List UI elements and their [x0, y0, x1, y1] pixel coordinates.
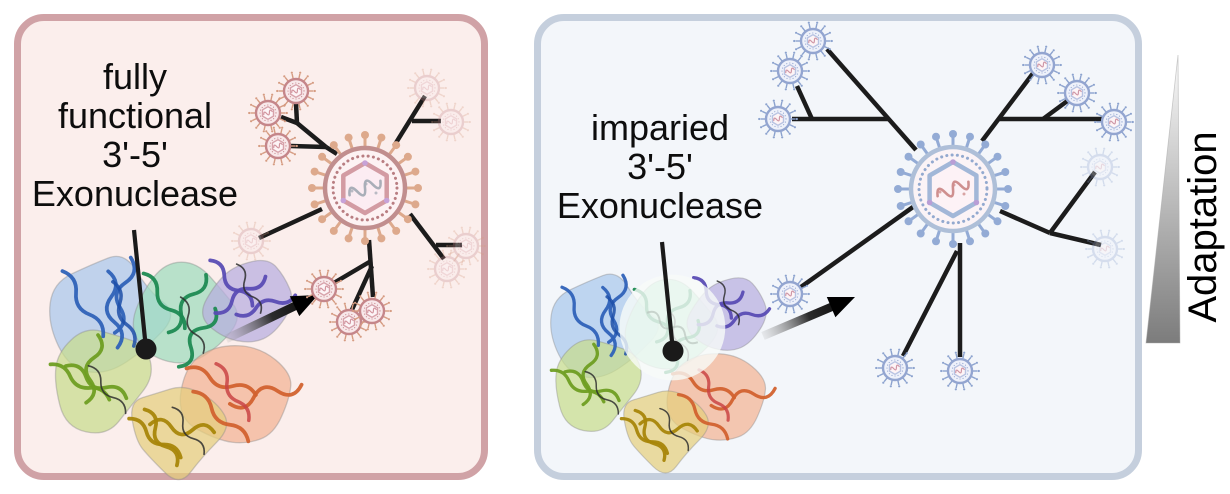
label-line: functional: [57, 95, 213, 136]
adaptation-axis-label: Adaptation: [1181, 131, 1225, 323]
panel-impaired-exonuclease: [534, 14, 1142, 480]
label-line: 3'-5': [102, 134, 168, 175]
label-impaired-exonuclease: imparied 3'-5' Exonuclease: [535, 108, 785, 225]
label-line: 3'-5': [627, 146, 693, 187]
label-functional-exonuclease: fully functional 3'-5' Exonuclease: [10, 57, 260, 213]
label-line: imparied: [590, 107, 730, 148]
adaptation-gradient-wedge: [1145, 54, 1181, 344]
label-line: Exonuclease: [556, 185, 764, 226]
label-line: Exonuclease: [31, 173, 239, 214]
label-line: fully: [102, 56, 168, 97]
